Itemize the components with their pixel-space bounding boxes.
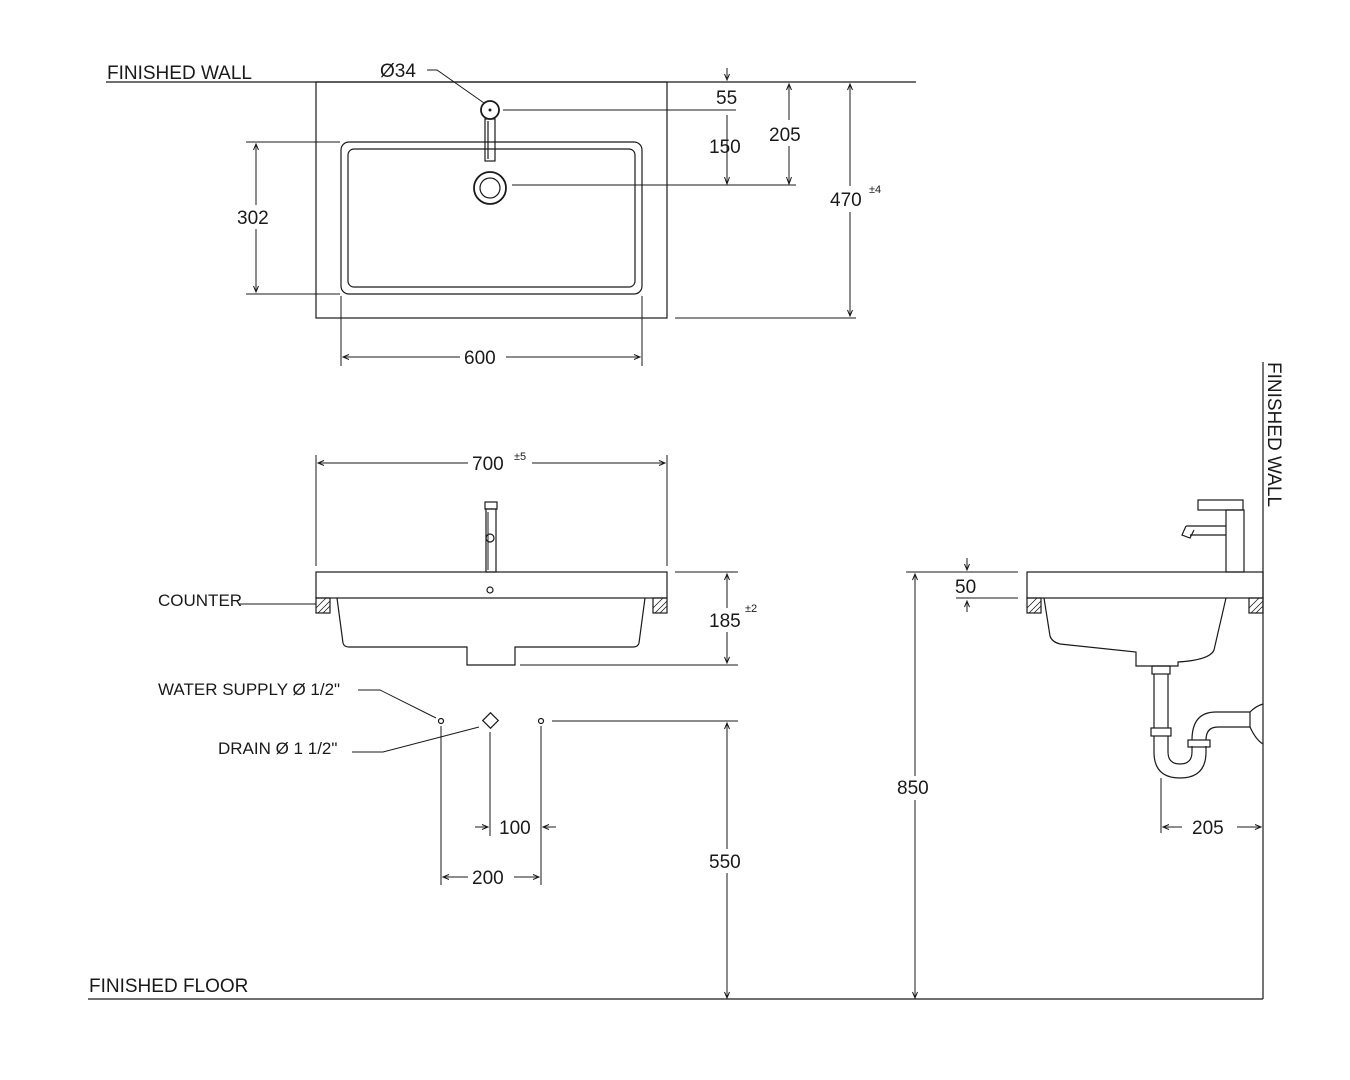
- drain-point: [481, 711, 500, 730]
- tap-to-drain-dimension: 150: [709, 137, 741, 158]
- tap-plan: [480, 100, 500, 162]
- drain-label: DRAIN Ø 1 1/2": [218, 739, 337, 758]
- tap-hole-leader: [427, 69, 485, 104]
- water-supply-label: WATER SUPPLY Ø 1/2": [158, 680, 340, 699]
- basin-height-tolerance: ±2: [745, 603, 757, 615]
- supply-to-drain-dimension: 100: [499, 818, 531, 839]
- finished-floor-label: FINISHED FLOOR: [89, 976, 248, 997]
- counter-label: COUNTER: [158, 591, 242, 610]
- front-elevation: 700 ±5 COUNTER: [158, 450, 766, 1000]
- water-supply-right: [537, 717, 545, 725]
- tap-offset-dimension: 55: [716, 88, 737, 109]
- tap-elevation: [484, 501, 498, 573]
- finished-wall-label-side: FINISHED WALL: [1263, 362, 1284, 507]
- overflow-hole: [486, 586, 494, 594]
- tap-hole-dimension: Ø34: [380, 61, 416, 82]
- supply-spacing-dimension: 200: [472, 868, 504, 889]
- overall-width-dimension: 700: [472, 454, 504, 475]
- plan-view: FINISHED WALL Ø34 55 150: [106, 61, 916, 369]
- drain-plan: [473, 171, 507, 205]
- p-trap: [1150, 665, 1264, 779]
- drain-leader: [352, 726, 480, 753]
- bowl-width-dimension: 600: [464, 348, 496, 369]
- outlet-height-dimension: 550: [709, 852, 741, 873]
- bowl-outer: [340, 141, 643, 295]
- depth-tolerance: ±4: [869, 184, 881, 196]
- trap-to-wall-dimension: 205: [1192, 818, 1224, 839]
- counter-height-dimension: 850: [897, 778, 929, 799]
- faucet-side: [1181, 499, 1245, 573]
- bowl-inner: [347, 148, 636, 288]
- depth-dimension: 470: [830, 190, 862, 211]
- side-elevation: FINISHED WALL 50 850: [895, 362, 1284, 1000]
- basin-height-dimension: 185: [709, 611, 741, 632]
- wall-to-drain-dimension: 205: [769, 125, 801, 146]
- counter-thickness-dimension: 50: [955, 577, 976, 598]
- bowl-depth-dimension: 302: [237, 208, 269, 229]
- counter-supports: [315, 597, 668, 614]
- bowl-underside: [336, 597, 646, 666]
- basin-top-outline: [315, 81, 668, 319]
- finished-wall-label-top: FINISHED WALL: [107, 63, 252, 84]
- water-supply-leader: [358, 689, 437, 719]
- overall-width-tolerance: ±5: [514, 451, 526, 463]
- basin-slab: [315, 571, 668, 599]
- water-supply-left: [437, 717, 445, 725]
